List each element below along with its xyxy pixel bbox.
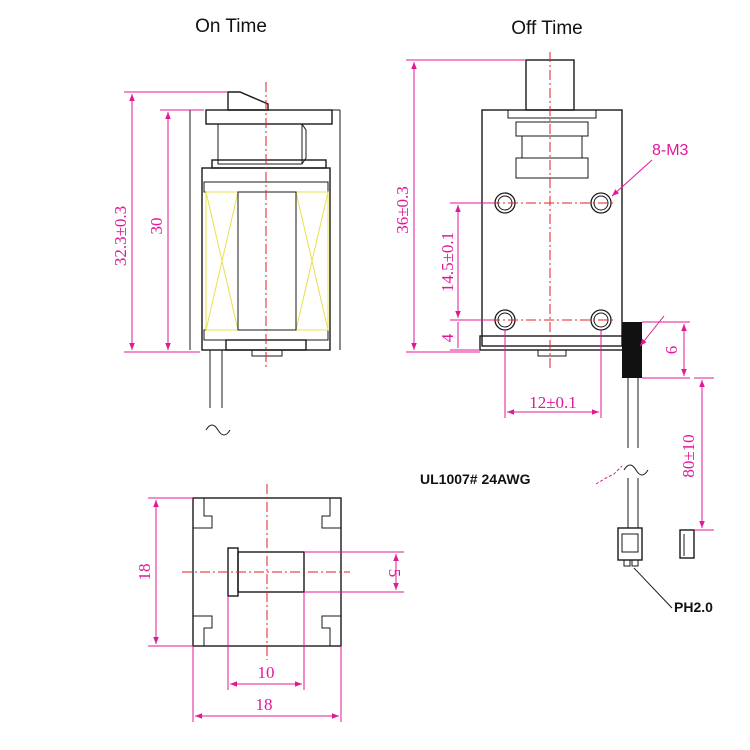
on-time-dimensions: 32.3±0.3 30 [111, 91, 228, 353]
off-time-dimensions: 36±0.3 14.5±0.1 4 12±0.1 6 80±10 [393, 59, 714, 531]
dim-plunger-diameter: 5 [385, 569, 404, 578]
connector-block [622, 322, 642, 378]
bottom-view [182, 484, 350, 660]
dim-base-height: 18 [135, 564, 154, 581]
dim-hole-spacing-horizontal: 12±0.1 [529, 393, 577, 412]
bottom-view-dimensions: 18 5 10 18 [135, 497, 404, 722]
off-time-title: Off Time [511, 18, 582, 39]
on-time-title: On Time [195, 16, 267, 37]
dim-plunger-length: 10 [258, 663, 275, 682]
dim-height-body-on: 30 [147, 218, 166, 235]
ph2-connector [617, 527, 695, 567]
on-time-view [189, 82, 341, 436]
dim-height-total-off: 36±0.3 [393, 186, 412, 234]
dim-base-width: 18 [256, 695, 273, 714]
dim-hole-offset-bottom: 4 [438, 333, 457, 342]
connector-label: PH2.0 [674, 599, 713, 615]
dim-wire-length: 80±10 [679, 434, 698, 477]
dim-connector-block: 6 [662, 346, 681, 355]
off-time-view [479, 52, 695, 567]
dim-hole-spacing-vertical: 14.5±0.1 [438, 232, 457, 292]
dim-height-total-on: 32.3±0.3 [111, 206, 130, 266]
wire-spec-label: UL1007# 24AWG [420, 471, 531, 487]
mount-holes-label: 8-M3 [652, 142, 689, 159]
